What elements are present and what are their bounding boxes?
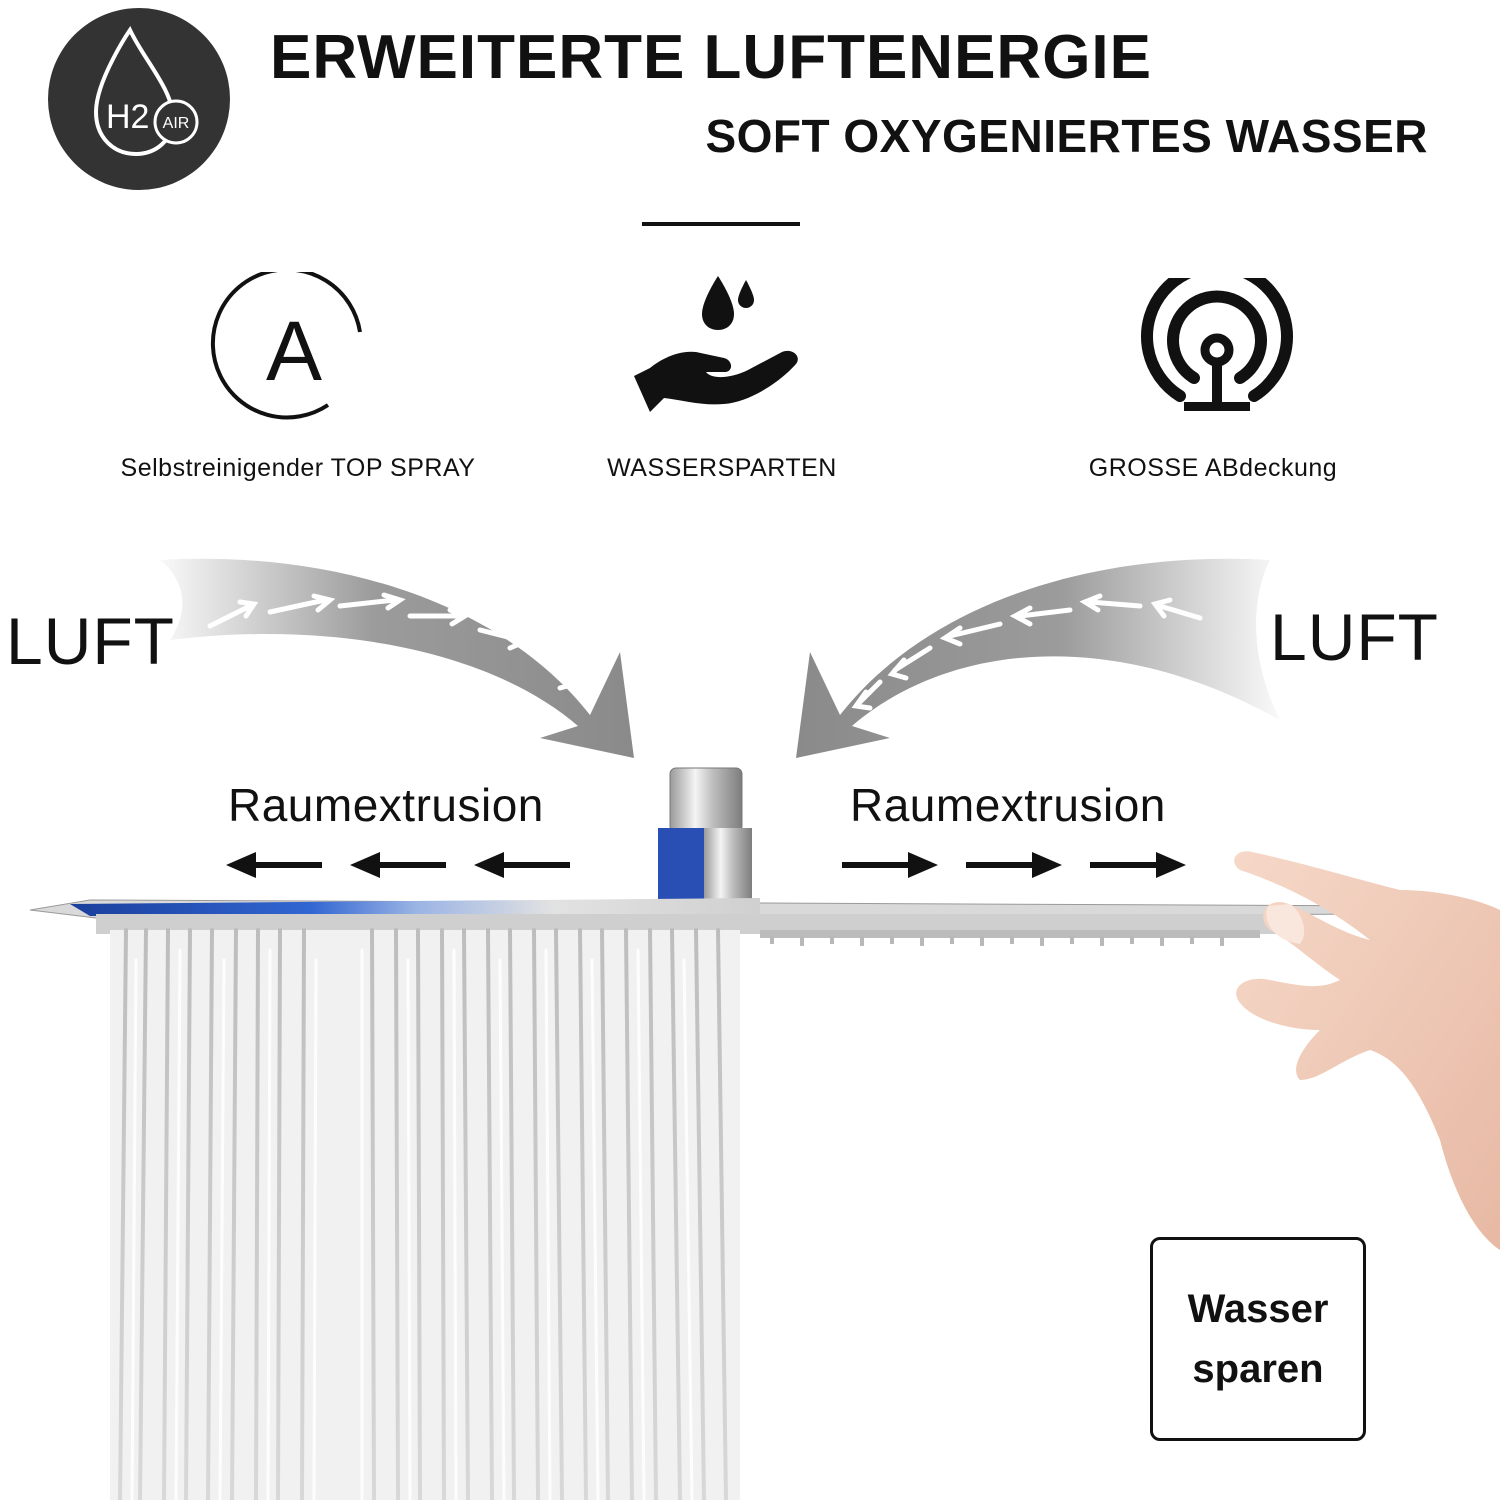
air-flow-arrows	[160, 558, 1280, 758]
feature-label-coverage: GROSSE ABdeckung	[1088, 454, 1338, 482]
nozzle-drips	[760, 930, 1260, 946]
logo-air-text: AIR	[163, 115, 190, 132]
feature-label-water-saving: WASSERSPARTEN	[607, 454, 837, 482]
circled-a-letter: A	[266, 304, 322, 398]
arrow-right-icon	[842, 852, 938, 878]
left-air-label: LUFT	[6, 604, 175, 678]
antenna-signal-icon	[1132, 260, 1302, 428]
shower-arm-connector	[658, 767, 752, 900]
arrow-left-icon	[226, 852, 322, 878]
arrow-right-icon	[1090, 852, 1186, 878]
circled-a-icon: A	[208, 267, 378, 422]
header-divider	[642, 222, 800, 226]
h2-air-logo: H2 AIR	[48, 8, 230, 190]
right-extrusion-caption: Raumextrusion	[850, 779, 1166, 831]
water-streams	[110, 928, 740, 1500]
feature-label-self-cleaning: Selbstreinigender TOP SPRAY	[120, 454, 476, 482]
badge-line-2: sparen	[1192, 1347, 1324, 1391]
logo-h2-text: H2	[106, 98, 149, 136]
shower-plate	[29, 898, 1420, 934]
arrow-left-icon	[474, 852, 570, 878]
water-saving-badge: Wasser sparen	[1150, 1237, 1366, 1441]
page-subtitle: SOFT OXYGENIERTES WASSER	[705, 110, 1428, 162]
page-title: ERWEITERTE LUFTENERGIE	[270, 23, 1153, 92]
right-air-label: LUFT	[1270, 600, 1439, 674]
extrusion-arrows	[226, 852, 1186, 878]
arrow-left-icon	[350, 852, 446, 878]
hand-illustration	[1234, 851, 1500, 1250]
arrow-right-icon	[966, 852, 1062, 878]
water-drops-hand-icon	[632, 272, 802, 422]
left-extrusion-caption: Raumextrusion	[228, 779, 544, 831]
shower-head-illustration	[29, 767, 1500, 1500]
badge-line-1: Wasser	[1187, 1287, 1329, 1331]
